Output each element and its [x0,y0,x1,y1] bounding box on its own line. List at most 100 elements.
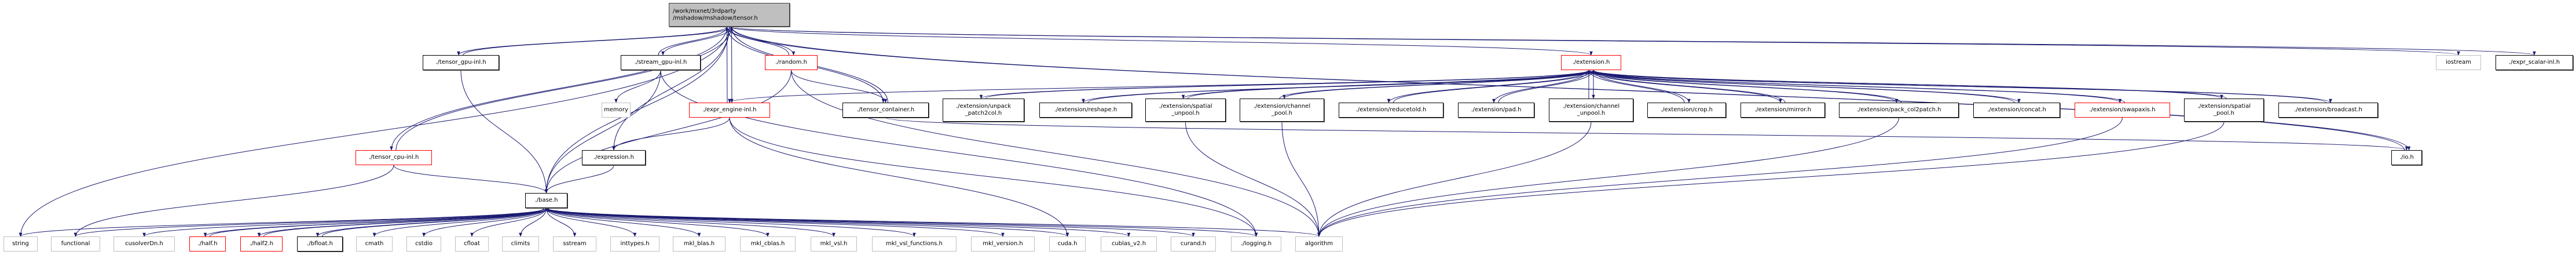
edge-stream_gpu-to-memory [614,70,661,103]
node-pack-col2patch[interactable]: ./extension/pack_col2patch.h [1839,103,1959,118]
edge-half-to-base [210,207,551,237]
node-label: cusolverDn.h [125,241,163,247]
edge-stream_gpu-to-base [544,70,661,194]
node-label: ./extension/pad.h [1471,107,1522,113]
node-half[interactable]: ./half.h [189,236,226,252]
node-iostream: iostream [2436,55,2481,70]
node-cmath: cmath [356,236,393,252]
node-label: ./tensor_container.h [856,107,915,113]
node-unpack-patch2col[interactable]: ./extension/unpack_patch2col.h [943,99,1024,122]
node-label: inttypes.h [620,241,650,247]
node-expr-scalar[interactable]: ./expr_scalar-inl.h [2496,55,2573,70]
edge-stream_gpu-to-logging [660,70,1258,237]
node-label: ./expr_engine-inl.h [702,107,757,113]
edge-concat-to-extension [1587,70,2015,103]
node-label: memory [604,107,628,113]
node-label: _unpool.h [1577,110,1606,116]
node-tensor-gpu[interactable]: ./tensor_gpu-inl.h [423,55,499,70]
node-label: ./tensor_gpu-inl.h [435,59,486,65]
node-tensor-container[interactable]: ./tensor_container.h [842,103,929,118]
node-label: ./random.h [775,59,807,65]
node-crop[interactable]: ./extension/crop.h [1647,103,1726,118]
edge-tensor-to-tensor_cpu [390,26,727,151]
node-label: cstdio [415,241,433,247]
edge-base-to-cuda [546,207,1069,237]
edge-tensor_cpu-to-tensor [395,26,734,151]
node-label: ./extension/swapaxis.h [2089,107,2156,113]
node-expr-engine[interactable]: ./expr_engine-inl.h [689,103,770,118]
node-label: ./extension/concat.h [1987,107,2046,113]
node-label: cublas_v2.h [1111,241,1146,247]
node-stream-gpu[interactable]: ./stream_gpu-inl.h [621,55,701,70]
edge-bfloat-to-base [322,207,551,237]
node-label: _patch2col.h [965,110,1002,116]
node-channel-unpool[interactable]: ./extension/channel_unpool.h [1549,99,1633,122]
node-label: ./io.h [2399,154,2414,161]
node-label: climits [511,241,530,247]
node-label: mkl_version.h [983,241,1023,247]
node-climits: climits [502,236,539,252]
edge-channel_unpool-to-algorithm [1317,121,1592,237]
node-tensor-cpu[interactable]: ./tensor_cpu-inl.h [356,150,432,165]
edge-channel_pool-to-algorithm [1281,121,1321,237]
node-label: ./extension/channel [1562,103,1620,110]
node-label: ./extension/spatial [1159,103,1212,110]
node-label: /mshadow/mshadow/tensor.h [673,14,758,21]
edge-pack_col2patch-to-algorithm [1317,117,1899,237]
node-io[interactable]: ./io.h [2391,150,2422,165]
node-broadcast[interactable]: ./extension/broadcast.h [2278,103,2378,118]
node-reducetold[interactable]: ./extension/reducetold.h [1339,103,1443,118]
edge-base-to-climits [519,207,547,237]
edge-expr_engine-to-logging [729,117,1258,237]
edge-tensor_gpu-to-tensor [463,26,734,56]
edge-base-to-string [19,207,547,237]
node-label: sstream [563,241,587,247]
node-pad[interactable]: ./extension/pad.h [1458,103,1534,118]
node-label: mkl_vsl.h [820,241,848,247]
edge-tensor_cpu-to-functional [74,165,394,237]
node-inttypes: inttypes.h [610,236,659,252]
node-concat[interactable]: ./extension/concat.h [1973,103,2060,118]
edge-tensor-to-base [544,26,730,194]
node-tensor: /work/mxnet/3rdparty/mshadow/mshadow/ten… [669,3,790,27]
edge-swapaxis-to-algorithm [1317,117,2123,237]
edge-tensor_cpu-to-base [393,165,548,194]
node-label: string [12,241,29,247]
node-reshape[interactable]: ./extension/reshape.h [1039,103,1132,118]
edge-crop-to-extension [1587,70,1685,103]
node-sstream: sstream [553,236,596,252]
node-expression[interactable]: ./expression.h [582,150,646,165]
node-swapaxis[interactable]: ./extension/swapaxis.h [2075,103,2170,118]
node-random[interactable]: ./random.h [765,55,818,70]
node-extension[interactable]: ./extension.h [1561,55,1621,70]
edge-stream_gpu-to-tensor [658,26,729,56]
node-label: mkl_vsl_functions.h [886,241,943,247]
edge-base-to-cstdio [422,207,547,237]
node-label: mkl_blas.h [683,241,715,247]
edge-io-to-tensor [725,26,2405,151]
node-half2[interactable]: ./half2.h [240,236,283,252]
node-label: ./half2.h [249,241,274,247]
node-mkl-cblas: mkl_cblas.h [740,236,796,252]
node-bfloat[interactable]: ./bfloat.h [297,236,343,252]
node-spatial-pool[interactable]: ./extension/spatial_pool.h [2184,99,2264,122]
edge-extension-to-expr_engine [728,70,1592,103]
node-curand: curand.h [1171,236,1216,252]
node-channel-pool[interactable]: ./extension/channel_pool.h [1240,99,1324,122]
edge-base-to-cublas_v2 [546,207,1131,237]
node-mirror[interactable]: ./extension/mirror.h [1740,103,1825,118]
edge-tensor-to-expr_scalar [729,26,2535,56]
node-spatial-unpool[interactable]: ./extension/spatial_unpool.h [1145,99,1226,122]
node-label: ./stream_gpu-inl.h [634,59,687,65]
edge-channel_pool-to-extension [1279,70,1591,99]
edge-spatial_unpool-to-algorithm [1185,121,1321,237]
edge-base-to-mkl_vsl [546,207,836,237]
node-base[interactable]: ./base.h [525,193,567,208]
node-label: ./extension/broadcast.h [2294,107,2362,113]
node-label: iostream [2446,59,2471,65]
edge-tensor-to-extension [729,26,1593,56]
node-label: mkl_cblas.h [750,241,785,247]
edge-base-to-inttypes [546,207,637,237]
node-label: cfloat [464,241,480,247]
